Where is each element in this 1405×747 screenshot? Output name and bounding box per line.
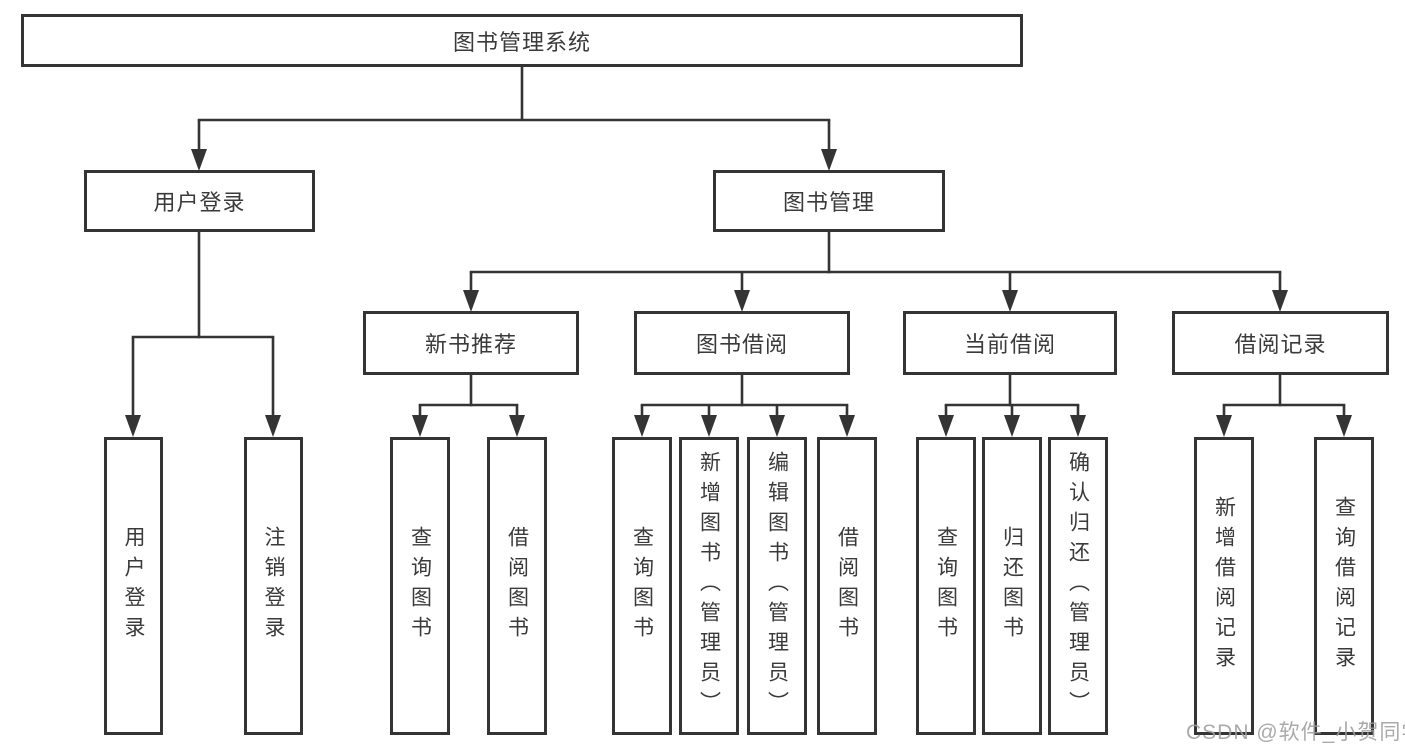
leaf-query-books-current: 查询图书 (916, 437, 976, 735)
leaf-label: 查询图书 (630, 526, 654, 646)
node-label: 图书借阅 (695, 332, 788, 357)
node-user-login: 用户登录 (84, 170, 315, 232)
leaf-label: 查询借阅记录 (1332, 496, 1356, 676)
node-library-system: 图书管理系统 (21, 14, 1023, 67)
arrow-down-icon (1070, 415, 1086, 437)
arrow-down-icon (1004, 415, 1020, 437)
node-label: 图书管理 (782, 190, 875, 215)
leaf-query-borrow-record: 查询借阅记录 (1314, 437, 1374, 735)
leaf-label: 借阅图书 (505, 526, 529, 646)
leaf-label: 用户登录 (122, 526, 145, 646)
node-label: 图书管理系统 (452, 29, 591, 55)
leaf-label: 新增图书（管理员） (697, 451, 721, 721)
arrow-down-icon (701, 415, 717, 437)
arrow-down-icon (1002, 290, 1018, 312)
leaf-label: 新增借阅记录 (1212, 496, 1236, 676)
leaf-label: 查询图书 (934, 526, 958, 646)
node-book-management: 图书管理 (713, 170, 945, 232)
leaf-confirm-return-admin: 确认归还（管理员） (1048, 437, 1108, 735)
node-current-borrowing: 当前借阅 (903, 311, 1117, 375)
arrow-down-icon (634, 415, 650, 437)
leaf-label: 查询图书 (408, 526, 432, 646)
leaf-borrow-books-borrowing: 借阅图书 (817, 437, 877, 735)
arrow-down-icon (821, 149, 837, 171)
node-new-book-recommend: 新书推荐 (363, 311, 579, 375)
arrow-down-icon (265, 415, 281, 437)
arrow-down-icon (839, 415, 855, 437)
node-label: 用户登录 (153, 190, 246, 215)
arrow-down-icon (463, 290, 479, 312)
leaf-edit-book-admin: 编辑图书（管理员） (747, 437, 807, 735)
leaf-borrow-books-recommend: 借阅图书 (487, 437, 547, 735)
watermark-text: CSDN @软件_小贺同学 (1186, 721, 1405, 744)
arrow-down-icon (1272, 290, 1288, 312)
arrow-down-icon (125, 415, 141, 437)
leaf-label: 注销登录 (262, 526, 285, 646)
leaf-add-book-admin: 新增图书（管理员） (679, 437, 739, 735)
arrow-down-icon (191, 149, 207, 171)
leaf-label: 确认归还（管理员） (1066, 451, 1090, 721)
arrow-down-icon (769, 415, 785, 437)
leaf-label: 借阅图书 (835, 526, 859, 646)
arrow-down-icon (1336, 415, 1352, 437)
leaf-add-borrow-record: 新增借阅记录 (1194, 437, 1254, 735)
arrow-down-icon (1216, 415, 1232, 437)
arrow-down-icon (509, 415, 525, 437)
leaf-return-book: 归还图书 (982, 437, 1042, 735)
node-book-borrowing: 图书借阅 (634, 311, 850, 375)
node-borrowing-records: 借阅记录 (1172, 311, 1389, 375)
arrow-down-icon (938, 415, 954, 437)
leaf-label: 归还图书 (1000, 526, 1024, 646)
node-label: 新书推荐 (424, 332, 517, 357)
leaf-label: 编辑图书（管理员） (765, 451, 789, 721)
arrow-down-icon (734, 290, 750, 312)
arrow-down-icon (412, 415, 428, 437)
leaf-query-books-recommend: 查询图书 (390, 437, 450, 735)
leaf-logout: 注销登录 (244, 437, 303, 735)
node-label: 当前借阅 (963, 332, 1056, 357)
leaf-query-books-borrowing: 查询图书 (612, 437, 672, 735)
leaf-user-login: 用户登录 (104, 437, 163, 735)
node-label: 借阅记录 (1234, 332, 1327, 357)
